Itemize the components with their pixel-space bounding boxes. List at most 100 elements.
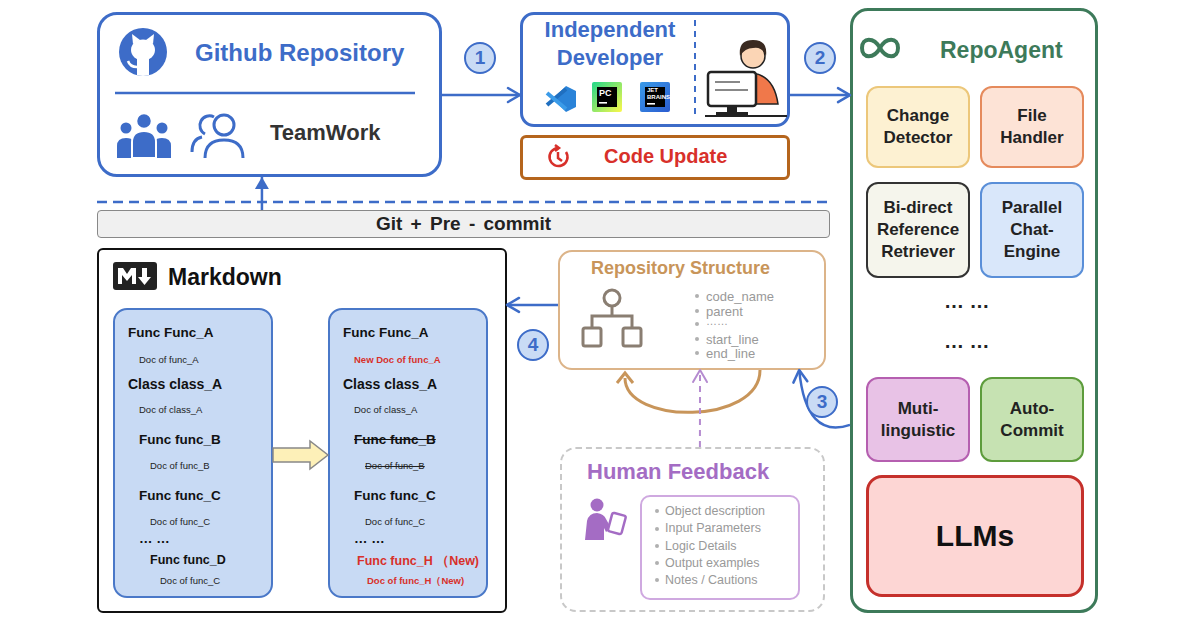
icon-label: PC — [599, 88, 612, 98]
flow-arrow — [442, 88, 520, 102]
node-text: Doc of func_C — [160, 575, 220, 586]
node-text: Doc of func_B — [150, 460, 210, 471]
tree-icon — [583, 290, 641, 346]
node-text: Logic Details — [665, 539, 737, 553]
divider-line — [115, 92, 415, 95]
node-text: Input Parameters — [665, 521, 761, 535]
node-text: start_line — [706, 332, 759, 347]
developer-box: Independent Developer — [520, 12, 790, 127]
node-text: New Doc of func_A — [354, 354, 441, 365]
commit-arrow — [255, 177, 269, 210]
ellipsis: … … — [944, 330, 990, 353]
node-text: Func Func_A — [128, 325, 214, 340]
node-text: Output examples — [665, 556, 760, 570]
callout-badge: 2 — [804, 42, 836, 74]
callout-badge: 4 — [517, 329, 549, 361]
node-text: Doc of class_A — [354, 404, 417, 415]
node-text: Repository Structure — [591, 258, 770, 279]
callout-number: 4 — [528, 334, 539, 356]
icon-label: JET BRAINS — [647, 87, 665, 101]
callout-number: 3 — [817, 391, 828, 413]
update-arrow — [273, 441, 328, 469]
node-text: RepoAgent — [940, 37, 1063, 64]
structure-box: Repository Structurecode_nameparent……sta… — [558, 250, 826, 370]
node-text: Class class_A — [128, 376, 222, 392]
ellipsis: … … — [944, 290, 990, 313]
node-text: Doc of class_A — [139, 404, 202, 415]
node-text: Class class_A — [343, 376, 437, 392]
doc-panel: Func Func_A New Doc of func_A Class class_… — [328, 308, 488, 598]
module-box: Muti-linguistic — [866, 377, 970, 462]
feedback-box: Human FeedbackObject descriptionInput Pa… — [560, 447, 825, 612]
node-text: Func func_B — [139, 432, 221, 447]
flow-arrow — [793, 370, 850, 428]
node-text: …… — [706, 315, 728, 327]
module-box: Change Detector — [866, 86, 970, 168]
flow-arrow — [790, 88, 850, 102]
reviewer-icon — [585, 499, 626, 541]
dashed-separator — [97, 201, 830, 204]
vscode-icon — [547, 86, 576, 112]
module-box: Auto-Commit — [980, 377, 1084, 462]
node-text: File Handler — [986, 105, 1078, 149]
node-text: Bi-direct Reference Retriever — [872, 197, 964, 263]
node-text: Func func_C — [139, 488, 221, 503]
node-text: Doc of func_C — [150, 516, 210, 527]
node-text: end_line — [706, 346, 755, 361]
node-text: Github Repository — [195, 39, 404, 67]
node-text: Notes / Cautions — [665, 573, 757, 587]
developer-illustration — [705, 40, 787, 116]
commit-bar: Git + Pre - commit — [97, 210, 830, 238]
team-icon — [117, 114, 171, 159]
node-text: … … — [354, 531, 385, 546]
node-text: Func func_C — [354, 488, 436, 503]
callout-badge: 3 — [806, 386, 838, 418]
people-outline-icon — [192, 115, 243, 158]
doc-panel: Func Func_A Doc of func_A Class class_A Doc… — [113, 308, 273, 598]
loop-arrow — [617, 370, 760, 412]
feedback-list: Object descriptionInput ParametersLogic … — [640, 495, 800, 600]
node-text: … … — [139, 531, 170, 546]
node-text: Doc of func_A — [139, 354, 199, 365]
pycharm-icon — [592, 82, 622, 112]
node-text: Func Func_A — [343, 325, 429, 340]
github-logo — [119, 28, 167, 78]
jetbrains-icon — [640, 82, 670, 112]
module-box: Parallel Chat-Engine — [980, 182, 1084, 278]
feedback-arrow — [693, 370, 707, 447]
node-text: Object description — [665, 504, 765, 518]
node-text: code_name — [706, 289, 774, 304]
node-text: Change Detector — [872, 105, 964, 149]
node-text: Auto-Commit — [986, 398, 1078, 442]
repoagent-logo — [862, 40, 898, 57]
node-text: Func func_H （New) — [357, 553, 479, 570]
node-text: Independent Developer — [527, 16, 693, 72]
markdown-panel: MarkdownFunc Func_A Doc of func_A Class cl… — [97, 248, 507, 613]
node-text: Parallel Chat-Engine — [986, 197, 1078, 263]
flow-arrow — [507, 298, 558, 312]
callout-number: 1 — [475, 47, 486, 69]
module-box: File Handler — [980, 86, 1084, 168]
callout-number: 2 — [815, 47, 826, 69]
node-text: Muti-linguistic — [872, 398, 964, 442]
node-text: Human Feedback — [587, 459, 769, 485]
node-text: Doc of func_C — [365, 516, 425, 527]
bullet-dots — [655, 294, 699, 582]
callout-badge: 1 — [464, 42, 496, 74]
update-box: Code Update — [520, 135, 790, 180]
clock-icon — [550, 145, 568, 166]
dashed-divider — [694, 20, 696, 117]
node-text: Code Update — [604, 145, 727, 168]
llm-box: LLMs — [866, 475, 1084, 597]
node-text: Doc of func_B — [365, 460, 425, 471]
repository-box: Github RepositoryTeamWork — [97, 12, 442, 177]
node-text: LLMs — [936, 519, 1014, 553]
module-box: Bi-direct Reference Retriever — [866, 182, 970, 278]
node-text: Func func_D — [150, 553, 226, 567]
node-text: Git + Pre - commit — [376, 213, 551, 235]
node-text: Markdown — [168, 264, 282, 291]
node-text: TeamWork — [270, 120, 380, 146]
node-text: Doc of func_H（New) — [367, 575, 464, 588]
